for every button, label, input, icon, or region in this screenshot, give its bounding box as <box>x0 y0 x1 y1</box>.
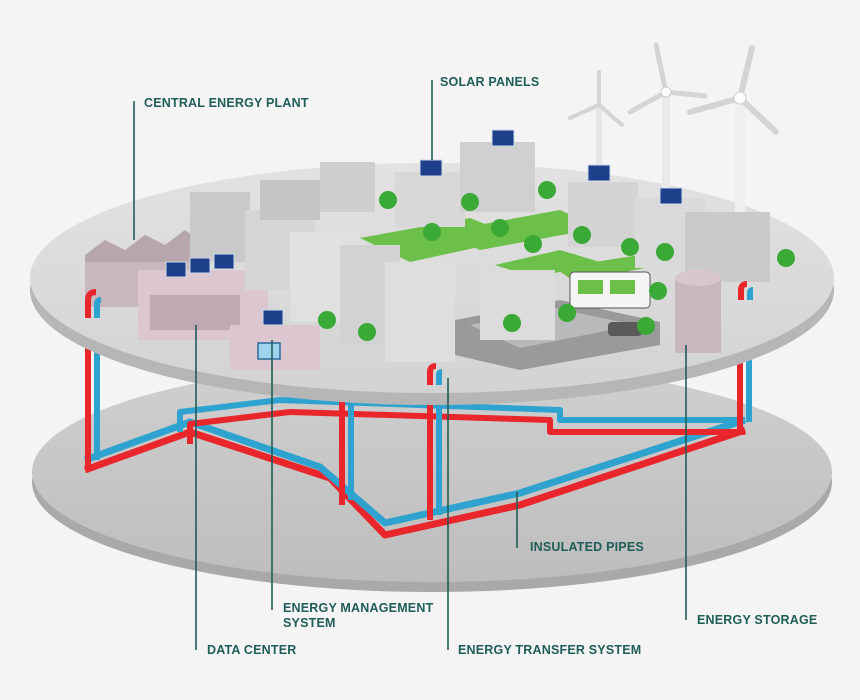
insulated-pipes-label: INSULATED PIPES <box>530 540 644 554</box>
energy-transfer-system-label: ENERGY TRANSFER SYSTEM <box>458 643 642 657</box>
solar-panels-label: SOLAR PANELS <box>440 75 540 89</box>
energy-management-system-line1: ENERGY MANAGEMENT <box>283 601 434 615</box>
solar-panels <box>165 129 683 326</box>
energy-storage-label: ENERGY STORAGE <box>697 613 818 627</box>
energy-management-system-line2: SYSTEM <box>283 616 336 630</box>
leader-lines <box>133 80 687 650</box>
energy-management-system-label: ENERGY MANAGEMENT SYSTEM <box>283 601 433 631</box>
buildings <box>85 142 770 370</box>
trees <box>318 181 795 341</box>
central-energy-plant-label: CENTRAL ENERGY PLANT <box>144 96 309 110</box>
data-center-label: DATA CENTER <box>207 643 297 657</box>
hot-pipe <box>83 426 747 539</box>
pipe-entries <box>85 281 754 385</box>
wind-turbines <box>568 42 779 218</box>
